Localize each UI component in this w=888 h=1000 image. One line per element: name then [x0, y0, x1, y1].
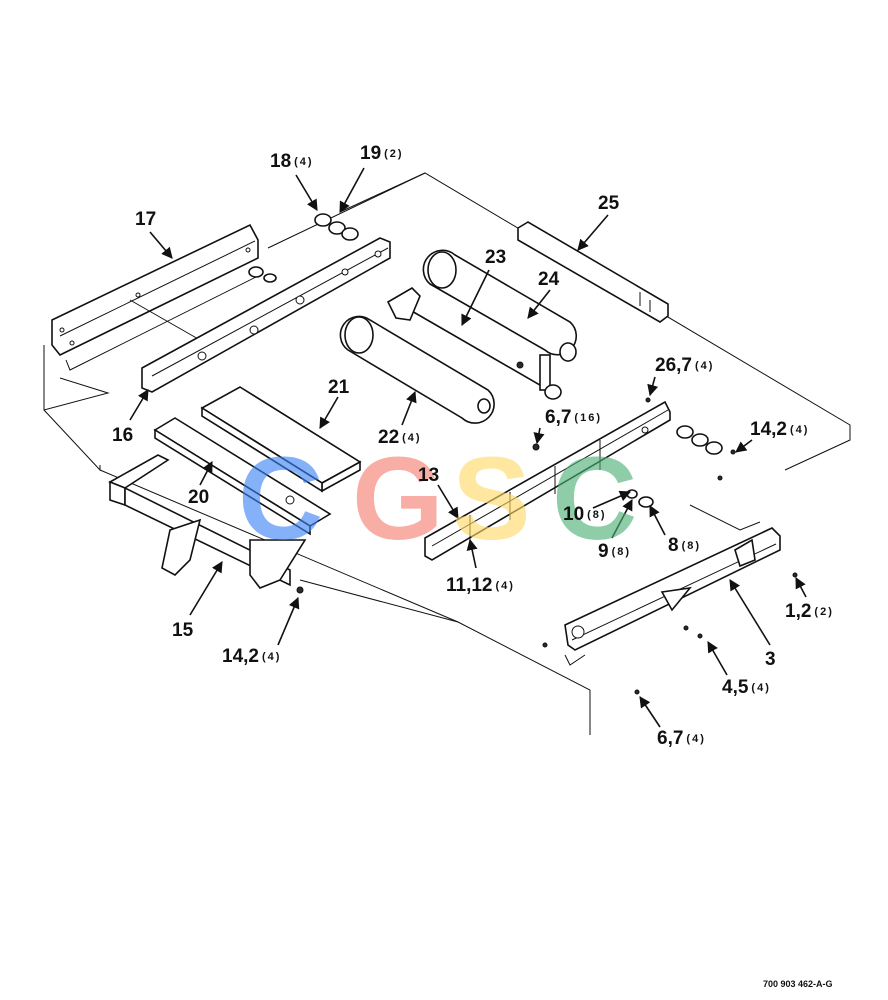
watermark-letter-3: S: [452, 433, 531, 565]
callout-15: 15: [172, 620, 194, 641]
callout-16: 16: [112, 425, 134, 446]
leader-arrows: [129, 167, 807, 728]
bushings-top: [248, 213, 359, 283]
callout-17: 17: [135, 209, 157, 230]
callout-19: 19(2): [360, 143, 404, 164]
rod: [517, 221, 669, 323]
fasteners: [296, 361, 798, 695]
side-plate-left: [51, 223, 261, 371]
callout-11-12: 11,12(4): [446, 575, 515, 596]
callout-22: 22(4): [378, 427, 422, 448]
callout-23: 23: [485, 247, 507, 268]
callout-4-5: 4,5(4): [722, 677, 771, 698]
callout-6-7-lower: 6,7(4): [657, 728, 706, 749]
watermark-letter-4: C: [552, 433, 638, 565]
callout-3: 3: [765, 649, 776, 670]
callout-26-7: 26,7(4): [655, 355, 715, 376]
callout-13: 13: [418, 465, 440, 486]
callout-20: 20: [188, 487, 210, 508]
callout-21: 21: [328, 377, 350, 398]
callout-9: 9(8): [598, 541, 632, 562]
floor-plate-21: [200, 386, 362, 493]
hardware-right: [626, 425, 723, 508]
callout-14-2-right: 14,2(4): [750, 419, 810, 440]
floor-plate-20: [153, 417, 332, 536]
roller-upper: [386, 249, 578, 400]
callout-24: 24: [538, 269, 560, 290]
cross-bar: [424, 400, 671, 561]
roller-lower: [339, 315, 495, 424]
channel-bar: [141, 237, 391, 393]
callout-1-2: 1,2(2): [785, 601, 834, 622]
callout-18: 18(4): [270, 151, 314, 172]
callout-6-7-upper: 6,7(16): [545, 407, 602, 428]
side-plate-right: [564, 527, 781, 666]
callout-14-2-left: 14,2(4): [222, 646, 282, 667]
watermark-letter-2: G: [352, 433, 444, 565]
lower-frame-15: [108, 454, 307, 589]
callout-10: 10(8): [563, 504, 607, 525]
callout-8: 8(8): [668, 535, 702, 556]
callout-25: 25: [598, 193, 620, 214]
drawing-number: 700 903 462-A-G: [763, 979, 833, 989]
watermark-letter-1: C: [238, 433, 324, 565]
